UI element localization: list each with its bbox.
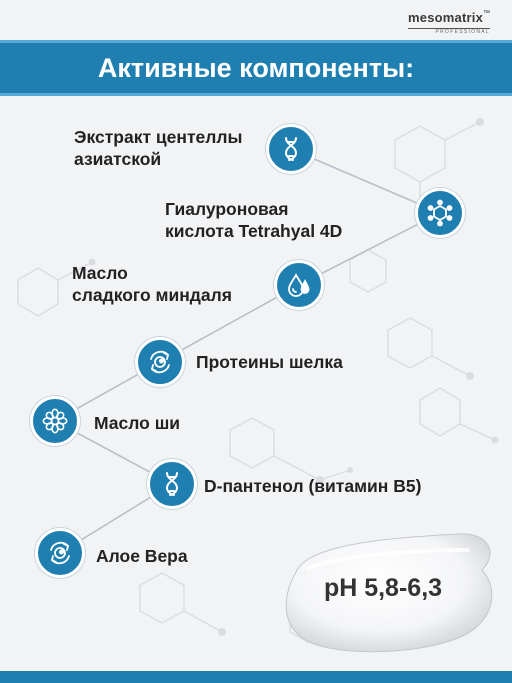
ingredient-node-4 <box>135 337 185 387</box>
ingredient-label-7: Алое Вера <box>96 546 188 566</box>
ingredient-label-5: Масло ши <box>94 413 181 433</box>
ingredient-label-2: Гиалуроновая кислота Tetrahyal 4D <box>165 199 343 241</box>
dna-icon <box>284 137 298 161</box>
oil-drops-icon <box>288 273 310 297</box>
brand-subtitle: PROFESSIONAL <box>408 28 490 35</box>
brand-name: mesomatrix <box>408 10 483 25</box>
ingredient-label-3: Масло сладкого миндаля <box>72 263 232 305</box>
cell-cycle-icon <box>50 541 70 565</box>
ingredient-node-2 <box>415 188 465 238</box>
brand-trademark: ™ <box>483 10 490 17</box>
ingredient-node-5 <box>30 396 80 446</box>
page-title: Активные компоненты: <box>97 52 415 83</box>
flower-icon <box>42 408 68 434</box>
ph-value: pH 5,8-6,3 <box>323 574 443 602</box>
ingredient-node-3 <box>274 260 324 310</box>
ingredient-node-1 <box>266 124 316 174</box>
cream-smear <box>285 533 493 653</box>
molecule-icon <box>427 199 453 227</box>
ingredient-label-1: Экстракт центеллы азиатской <box>74 127 243 169</box>
dna-icon <box>165 472 179 496</box>
brand-logo: mesomatrix™ PROFESSIONAL <box>408 10 490 35</box>
ingredient-label-4: Протеины шелка <box>196 352 343 372</box>
title-band <box>0 40 512 96</box>
cell-cycle-icon <box>150 350 170 374</box>
ingredient-node-7 <box>35 528 85 578</box>
ingredient-node-6 <box>147 459 197 509</box>
bottom-band <box>0 671 512 683</box>
ingredient-label-6: D-пантенол (витамин В5) <box>204 476 422 496</box>
